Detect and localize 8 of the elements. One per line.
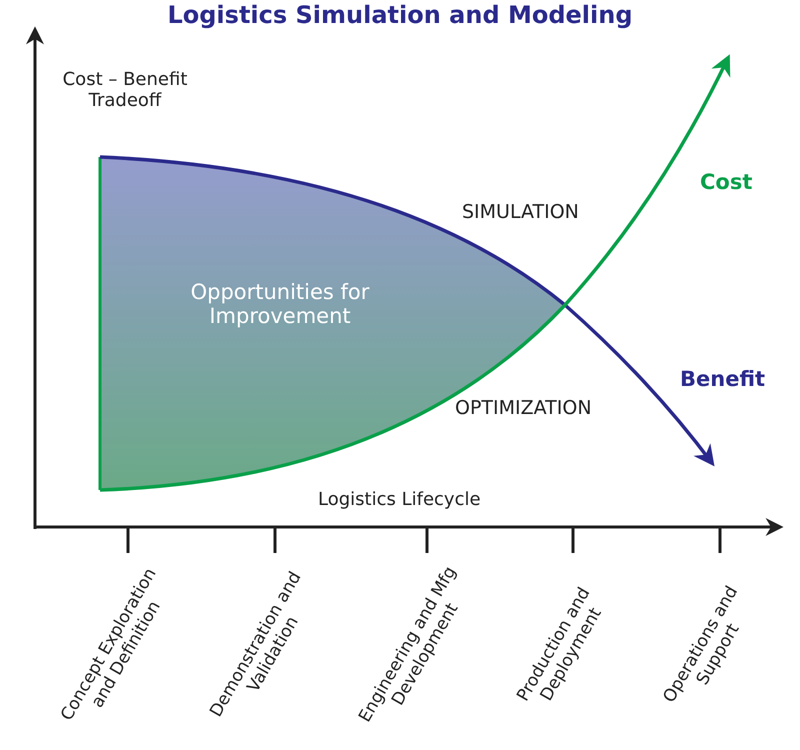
- curve-label: Benefit: [680, 367, 766, 392]
- axis-label: Cost – Benefit Tradeoff: [62, 70, 188, 112]
- axis-label: Logistics Lifecycle: [318, 490, 481, 511]
- chart-title: Logistics Simulation and Modeling: [166, 2, 634, 30]
- curve-label: Cost: [700, 170, 752, 194]
- region-label: Opportunities for Improvement: [190, 280, 370, 328]
- curve-label: SIMULATION: [462, 202, 579, 224]
- curve-label: OPTIMIZATION: [455, 398, 592, 420]
